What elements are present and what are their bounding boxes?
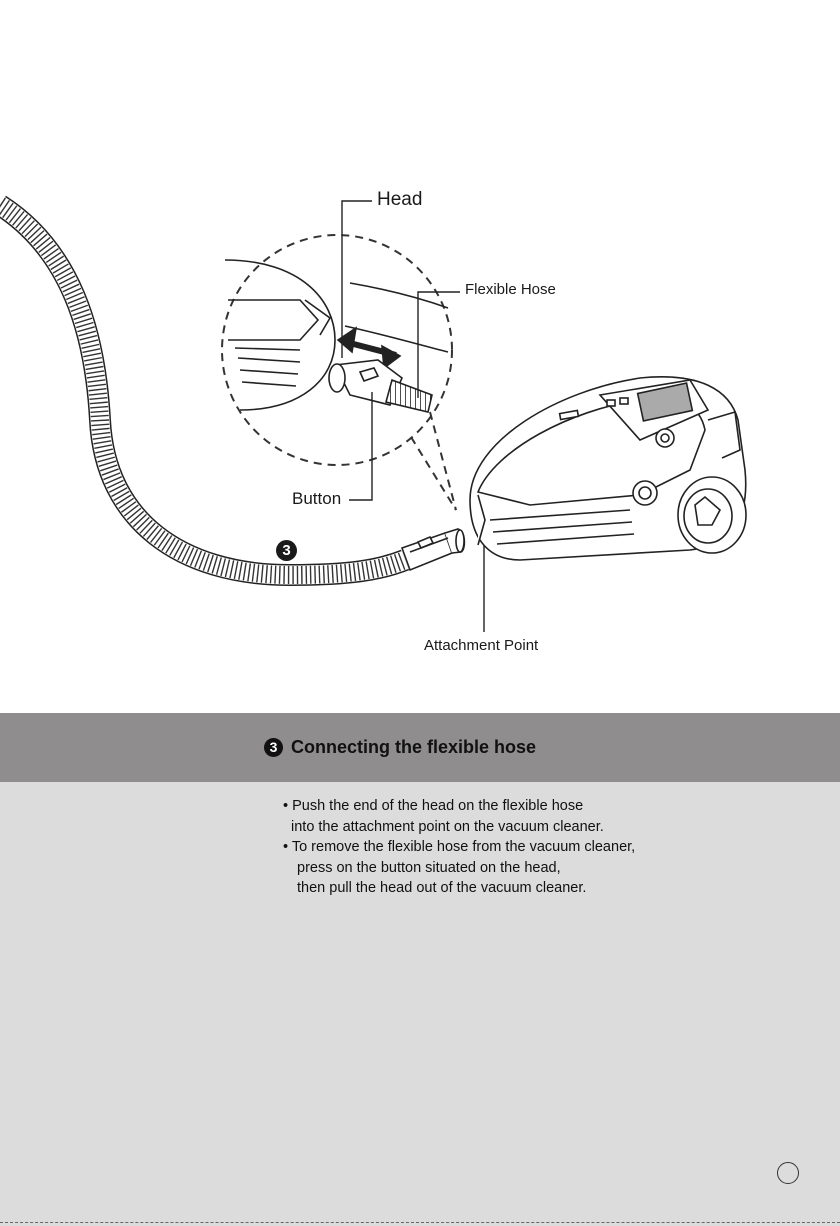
section-header-bar: 3 Connecting the flexible hose bbox=[0, 713, 840, 782]
vacuum-cleaner-drawing bbox=[469, 376, 747, 561]
instruction-line: then pull the head out of the vacuum cle… bbox=[297, 880, 587, 896]
callout-leaders bbox=[341, 200, 485, 632]
head-label: Head bbox=[377, 189, 423, 210]
attachment-point-label: Attachment Point bbox=[424, 637, 539, 654]
section-heading: 3 Connecting the flexible hose bbox=[264, 737, 536, 758]
hose-head-drawing bbox=[400, 528, 466, 572]
hose-connection-illustration bbox=[0, 195, 747, 632]
page-number-circle bbox=[777, 1162, 799, 1184]
instruction-line: press on the button situated on the head… bbox=[297, 860, 561, 876]
bottom-dashed-rule bbox=[0, 1222, 840, 1223]
detail-magnifier bbox=[221, 234, 457, 511]
button-label: Button bbox=[292, 489, 342, 508]
section-title: Connecting the flexible hose bbox=[291, 737, 537, 757]
instruction-line: into the attachment point on the vacuum … bbox=[291, 819, 604, 835]
instruction-line: • Push the end of the head on the flexib… bbox=[283, 798, 584, 814]
flexible-hose-drawing bbox=[0, 195, 410, 587]
instruction-line: • To remove the flexible hose from the v… bbox=[283, 839, 636, 855]
flexible-hose-label: Flexible Hose bbox=[465, 281, 556, 298]
detail-contents bbox=[224, 259, 449, 413]
instructions-panel: • Push the end of the head on the flexib… bbox=[0, 782, 840, 1226]
section-number-badge: 3 bbox=[264, 738, 283, 757]
step-number-marker: 3 bbox=[276, 540, 297, 561]
